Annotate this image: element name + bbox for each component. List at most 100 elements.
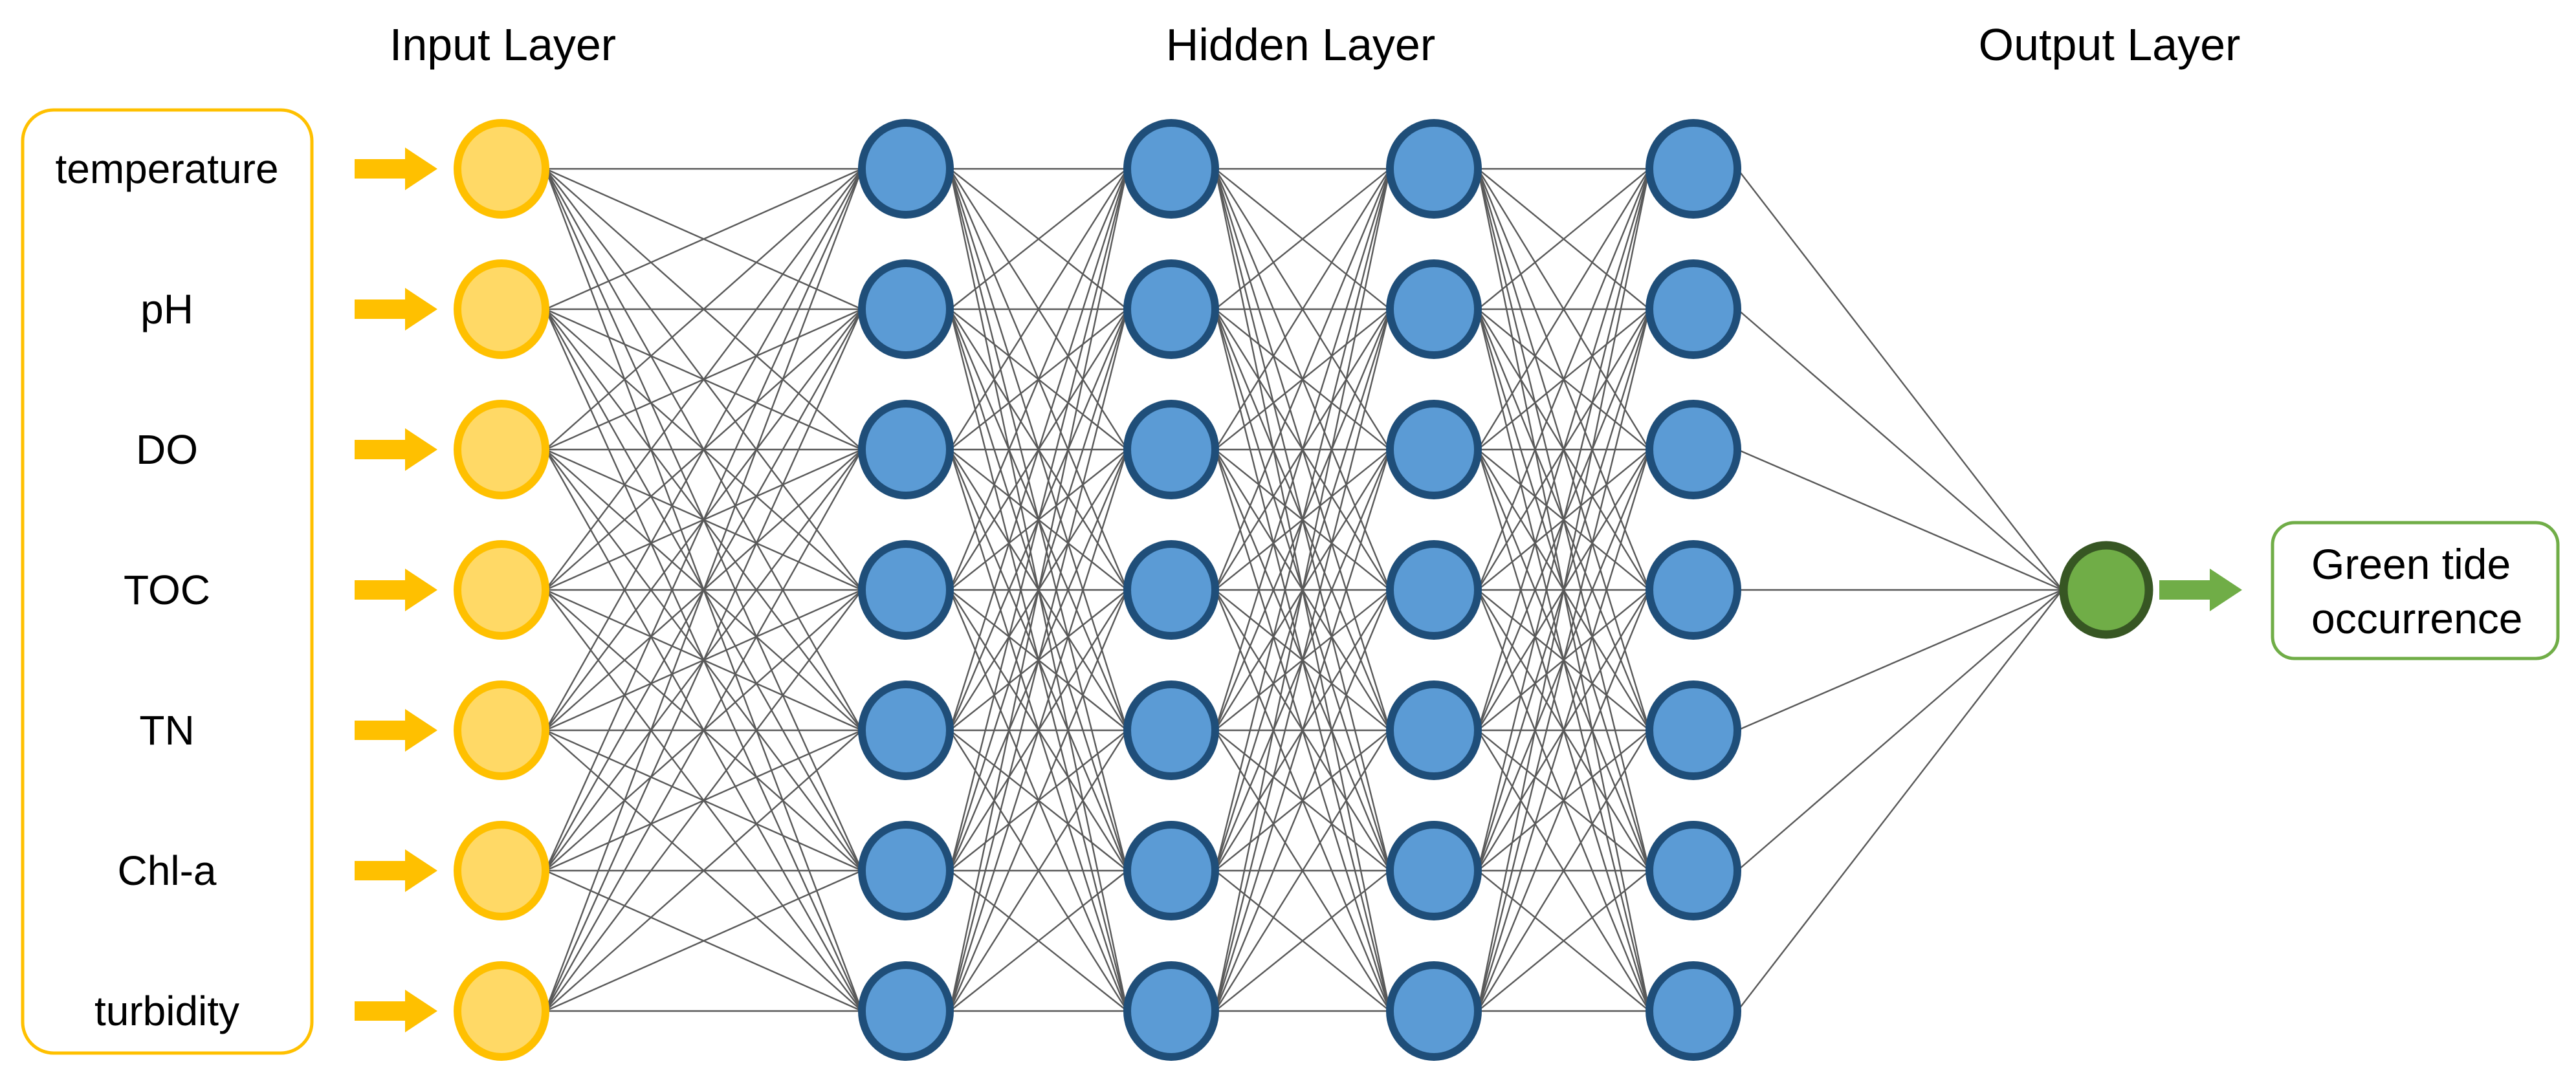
input-label-temperature: temperature — [55, 146, 278, 192]
edge-line — [1477, 168, 1651, 731]
edge-line — [949, 730, 1128, 1012]
hidden-node-c1-r5 — [858, 680, 954, 780]
edge-line — [1477, 168, 1651, 871]
edge-line — [1737, 309, 2063, 591]
output-result-box — [2271, 521, 2560, 660]
input-arrow-TN — [355, 709, 437, 752]
edge-line — [1477, 168, 1651, 1012]
input-label-turbidity: turbidity — [94, 988, 239, 1034]
edge-line — [544, 309, 863, 1012]
edge-line — [544, 168, 863, 871]
output-node — [2059, 541, 2153, 639]
hidden-node-c3-r7 — [1386, 961, 1482, 1061]
hidden-node-c2-r4 — [1123, 540, 1219, 640]
input-arrow-temperature — [355, 147, 437, 190]
output-box-line1: Green tide — [2311, 540, 2511, 588]
output-result-group: Green tide occurrence — [2271, 521, 2560, 660]
edge-line — [1477, 730, 1651, 1012]
hidden-node-c4-r2 — [1646, 259, 1741, 359]
edges-layer — [544, 168, 2063, 1012]
hidden-node-c4-r7 — [1646, 961, 1741, 1061]
hidden-node-c4-r3 — [1646, 400, 1741, 499]
hidden-node-c1-r3 — [858, 400, 954, 499]
input-node-pH — [454, 259, 549, 359]
hidden-node-c1-r1 — [858, 119, 954, 219]
hidden-node-c3-r5 — [1386, 680, 1482, 780]
edge-line — [545, 168, 863, 450]
input-label-TOC: TOC — [124, 567, 210, 613]
hidden-node-c2-r5 — [1123, 680, 1219, 780]
edge-line — [545, 168, 863, 591]
edge-line — [544, 168, 863, 731]
edge-line — [1737, 589, 2063, 1012]
edge-line — [949, 168, 1128, 450]
input-variables-panel — [21, 108, 314, 1055]
edge-line — [1477, 168, 1651, 450]
input-label-DO: DO — [136, 426, 198, 473]
edge-line — [1214, 449, 1391, 1012]
input-labels-group: temperature pH DO TOC TN Chl-a turbidity — [55, 146, 278, 1034]
hidden-node-c4-r1 — [1646, 119, 1741, 219]
edge-line — [1477, 168, 1650, 310]
input-arrow-pH — [355, 288, 437, 331]
hidden-node-c1-r4 — [858, 540, 954, 640]
edge-line — [1215, 870, 1391, 1012]
edge-line — [1737, 589, 2063, 871]
edge-line — [1214, 168, 1391, 871]
input-label-Chl-a: Chl-a — [118, 847, 217, 894]
hidden-node-c3-r4 — [1386, 540, 1482, 640]
edge-line — [949, 309, 1128, 1012]
input-node-TOC — [454, 540, 549, 640]
edge-line — [1215, 168, 1391, 310]
edge-line — [1214, 309, 1391, 1012]
edge-line — [949, 589, 1128, 1012]
edge-line — [949, 168, 1128, 591]
input-node-TN — [454, 680, 549, 780]
edge-line — [949, 168, 1128, 310]
hidden-node-c1-r6 — [858, 821, 954, 920]
edge-line — [545, 589, 863, 1012]
input-node-DO — [454, 400, 549, 499]
hidden-node-c2-r2 — [1123, 259, 1219, 359]
output-box-line2: occurrence — [2311, 594, 2523, 642]
input-node-Chl-a — [454, 821, 549, 920]
edge-line — [1477, 168, 1651, 591]
title-output-layer: Output Layer — [1979, 19, 2241, 70]
hidden-node-c2-r1 — [1123, 119, 1219, 219]
edge-line — [1214, 168, 1391, 1012]
edge-line — [949, 168, 1128, 871]
input-label-pH: pH — [140, 286, 193, 332]
edge-line — [1214, 589, 1391, 1012]
edge-line — [1214, 168, 1391, 731]
hidden-node-c3-r6 — [1386, 821, 1482, 920]
hidden-node-c3-r3 — [1386, 400, 1482, 499]
input-node-temperature — [454, 119, 549, 219]
input-label-TN: TN — [139, 707, 194, 754]
edge-line — [1214, 730, 1391, 1012]
hidden-node-c1-r7 — [858, 961, 954, 1061]
edge-line — [545, 168, 863, 310]
edge-line — [949, 168, 1128, 1012]
edge-line — [1737, 589, 2063, 732]
edge-line — [1214, 168, 1391, 450]
edge-line — [1477, 589, 1651, 1012]
hidden-node-c3-r2 — [1386, 259, 1482, 359]
hidden-node-c1-r2 — [858, 259, 954, 359]
edge-line — [545, 730, 863, 1012]
edge-line — [1477, 870, 1650, 1012]
edge-line — [1477, 309, 1651, 1012]
title-hidden-layer: Hidden Layer — [1166, 19, 1435, 70]
hidden-node-c2-r3 — [1123, 400, 1219, 499]
edge-line — [1477, 449, 1651, 1012]
hidden-node-c4-r4 — [1646, 540, 1741, 640]
edge-line — [544, 449, 863, 1012]
output-arrow — [2159, 569, 2242, 611]
edge-line — [949, 870, 1128, 1012]
edge-line — [544, 168, 863, 1012]
input-arrow-DO — [355, 428, 437, 471]
edge-line — [1737, 448, 2063, 591]
input-arrow-turbidity — [355, 990, 437, 1032]
input-arrow-Chl-a — [355, 849, 437, 892]
edge-line — [949, 449, 1128, 1012]
